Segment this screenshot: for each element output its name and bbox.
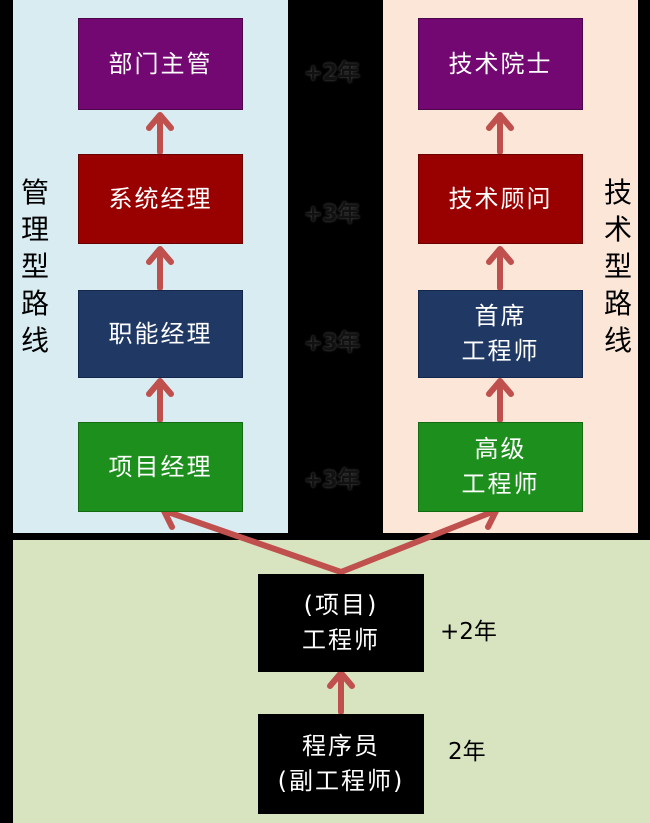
arrowhead-bottom bbox=[327, 670, 355, 689]
year-marker-1: +2年 bbox=[304, 61, 360, 86]
arrowhead-right-1 bbox=[486, 112, 514, 131]
year-marker-3: +3年 bbox=[304, 331, 360, 356]
box-engineer: (项目) 工程师 bbox=[258, 574, 424, 672]
engineer-years: +2年 bbox=[440, 619, 497, 645]
management-track-label: 管 理 型 路 线 bbox=[20, 176, 49, 357]
arrowhead-right-2 bbox=[486, 246, 514, 265]
arrowhead-left-3 bbox=[146, 378, 174, 397]
box-functional-manager: 职能经理 bbox=[78, 290, 243, 378]
arrow-to-left bbox=[165, 509, 344, 575]
box-project-manager: 项目经理 bbox=[78, 422, 243, 512]
box-department-head: 部门主管 bbox=[78, 18, 243, 110]
programmer-years: 2年 bbox=[448, 739, 486, 765]
year-marker-4: +3年 bbox=[304, 468, 360, 493]
box-chief-engineer: 首席 工程师 bbox=[418, 290, 583, 378]
box-system-manager: 系统经理 bbox=[78, 154, 243, 244]
arrowhead-right-3 bbox=[486, 378, 514, 397]
box-senior-engineer: 高级 工程师 bbox=[418, 422, 583, 512]
arrow-to-right bbox=[338, 509, 495, 575]
box-programmer: 程序员 (副工程师) bbox=[258, 714, 424, 814]
arrowhead-left-1 bbox=[146, 112, 174, 131]
box-technical-advisor: 技术顾问 bbox=[418, 154, 583, 244]
arrowhead-left-2 bbox=[146, 246, 174, 265]
year-marker-2: +3年 bbox=[304, 202, 360, 227]
technical-track-label: 技 术 型 路 线 bbox=[603, 176, 632, 357]
box-technical-fellow: 技术院士 bbox=[418, 18, 583, 110]
